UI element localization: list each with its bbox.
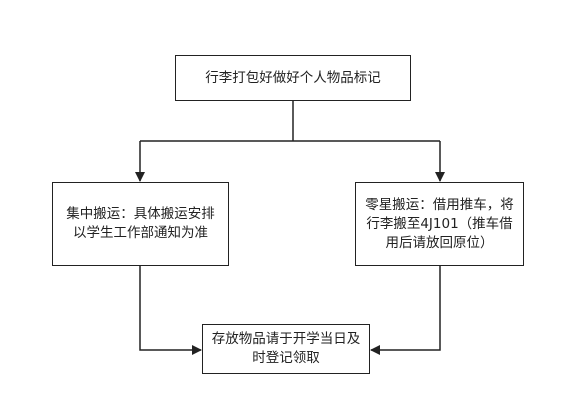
node-claim-items-text: 存放物品请于开学当日及时登记领取	[211, 331, 361, 366]
node-individual-moving: 零星搬运：借用推车，将行李搬至4J101（推车借用后请放回原位）	[355, 182, 524, 266]
node-claim-items: 存放物品请于开学当日及时登记领取	[202, 324, 370, 374]
node-pack-luggage-text: 行李打包好做好个人物品标记	[205, 69, 381, 86]
node-centralized-moving-text: 集中搬运：具体搬运安排以学生工作部通知为准	[66, 206, 215, 241]
arrow-left-to-bottom	[139, 266, 202, 355]
node-centralized-moving: 集中搬运：具体搬运安排以学生工作部通知为准	[52, 182, 229, 266]
node-pack-luggage: 行李打包好做好个人物品标记	[175, 55, 411, 101]
node-individual-moving-text: 零星搬运：借用推车，将行李搬至4J101（推车借用后请放回原位）	[365, 196, 514, 251]
arrow-right-to-bottom	[370, 266, 441, 355]
